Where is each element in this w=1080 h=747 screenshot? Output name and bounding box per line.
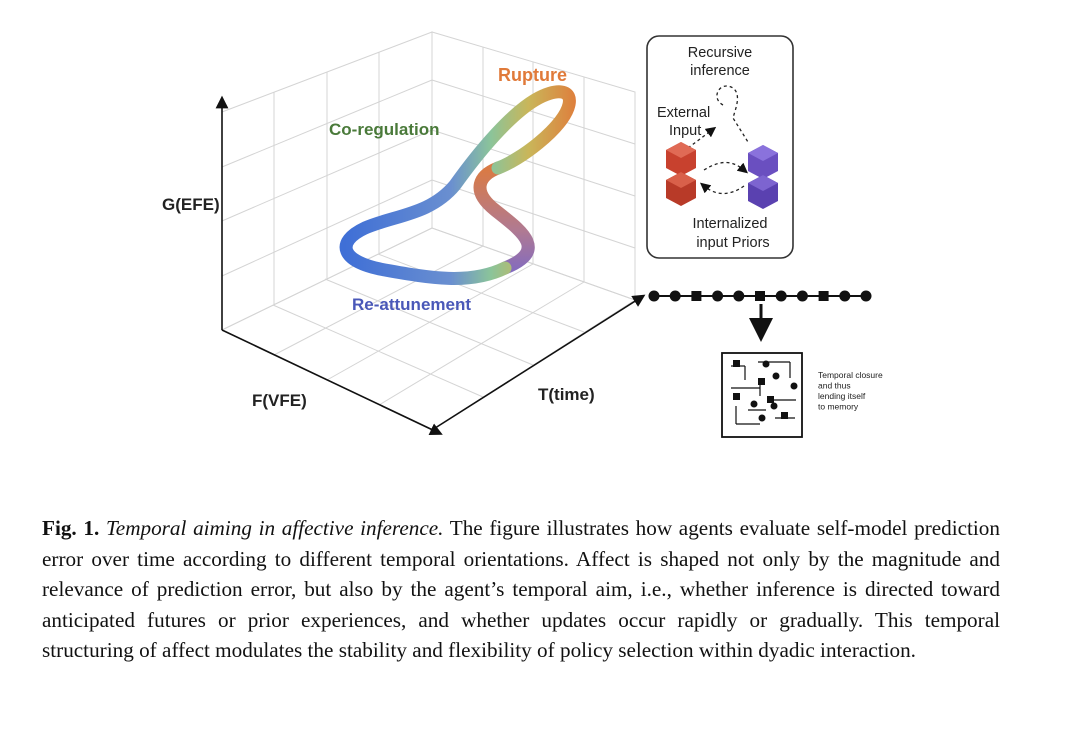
t-time-axis-label: T(time) [538, 385, 595, 404]
figure-illustration: G(EFE) F(VFE) T(time) Rupture Co-regulat… [162, 31, 883, 438]
trajectory-tube [339, 85, 576, 285]
sequence-circle [839, 290, 851, 302]
recursive-label-line1: Recursive [688, 45, 752, 61]
internalized-line1: Internalized [693, 216, 768, 232]
memory-note-line: and thus [818, 381, 851, 391]
sequence-square [691, 291, 702, 301]
sequence-square [818, 291, 829, 301]
external-input-line2: Input [669, 123, 701, 139]
f-vfe-axis-label: F(VFE) [252, 391, 307, 410]
axes [215, 95, 646, 436]
memory-sequence [648, 290, 872, 342]
recursive-label-line2: inference [690, 63, 750, 79]
sequence-circle [860, 290, 872, 302]
sequence-circle [648, 290, 660, 302]
purple-cube-stack [748, 145, 778, 209]
co-regulation-label: Co-regulation [329, 120, 440, 139]
figure-caption: Fig. 1. Temporal aiming in affective inf… [42, 513, 1000, 666]
sequence-circle [669, 290, 681, 302]
caption-title: Temporal aiming in affective inference. [105, 516, 444, 541]
sequence-circle [796, 290, 808, 302]
rupture-label: Rupture [498, 65, 567, 85]
sequence-square [755, 291, 765, 301]
sequence-circle [712, 290, 724, 302]
external-input-arrow [687, 126, 717, 149]
sequence-circle [733, 290, 745, 302]
g-efe-axis-label: G(EFE) [162, 195, 220, 214]
memory-note-line: to memory [818, 402, 859, 412]
caption-label: Fig. 1. [42, 516, 100, 541]
sequence-circle [775, 290, 787, 302]
memory-note-line: lending itself [818, 391, 866, 401]
recursive-inference-panel: Recursive inference External Input Inter… [646, 35, 794, 259]
caption-body: The figure illustrates how agents evalua… [42, 516, 1000, 663]
internalized-line2: input Priors [696, 235, 769, 251]
re-attunement-label: Re-attunement [352, 295, 471, 314]
memory-note-line: Temporal closure [818, 370, 883, 380]
red-cube-stack [666, 142, 696, 206]
grid-box [220, 31, 637, 431]
external-input-line1: External [657, 105, 710, 121]
